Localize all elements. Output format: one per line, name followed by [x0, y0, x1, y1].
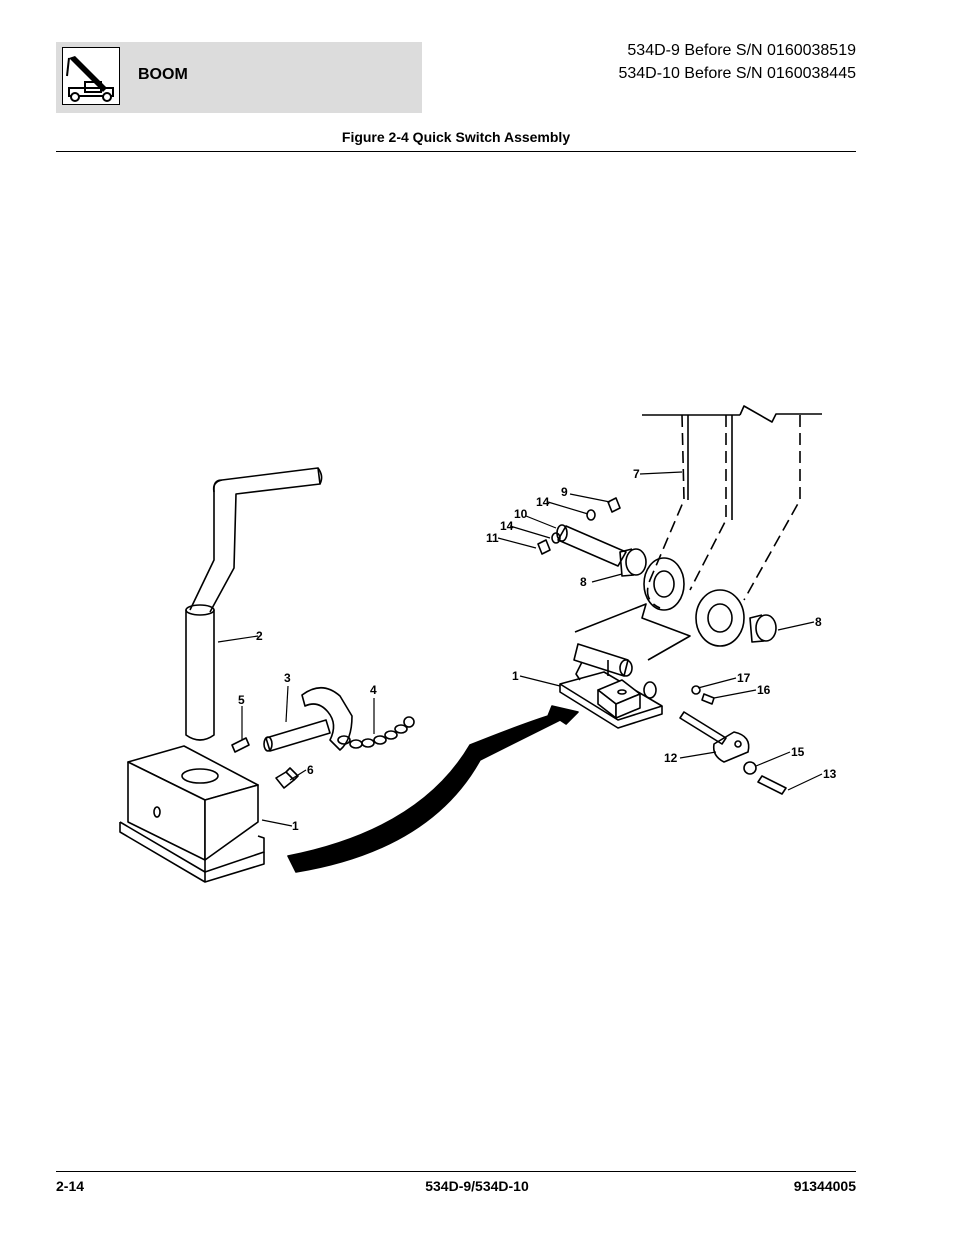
grease-fitting [275, 767, 299, 789]
callout-label: 7 [633, 467, 640, 481]
callout-label: 12 [664, 751, 678, 765]
callout-label: 3 [284, 671, 291, 685]
telehandler-boom-icon [62, 47, 120, 105]
callout-label: 17 [737, 671, 751, 685]
callout-label: 5 [238, 693, 245, 707]
boom-arm-dashed [642, 405, 822, 609]
quick-switch-pin-handle [185, 467, 323, 741]
document-number: 91344005 [793, 1178, 856, 1194]
callout-label: 11 [486, 531, 499, 545]
callout-label: 8 [580, 575, 587, 589]
callout-label: 10 [514, 507, 528, 521]
coupler-block-left [119, 745, 265, 883]
callout-leaders [217, 471, 823, 827]
model-serial-line-2: 534D-10 Before S/N 0160038445 [618, 65, 856, 82]
clevis-pin [263, 686, 353, 752]
figure-title: Figure 2-4 Quick Switch Assembly [341, 129, 571, 145]
page-number: 2-14 [56, 1178, 85, 1194]
section-title: BOOM [138, 66, 188, 83]
callout-label: 14 [536, 495, 550, 509]
callout-label: 2 [256, 629, 263, 643]
boom-lugs [643, 557, 745, 647]
callout-label: 4 [370, 683, 377, 697]
bushing [619, 548, 777, 643]
footer-rule [56, 1171, 856, 1172]
transfer-arrow [287, 705, 579, 873]
fastener-hardware [691, 685, 787, 795]
quick-coupler-assembly [559, 603, 691, 729]
callout-label: 1 [512, 669, 519, 683]
callout-label: 8 [815, 615, 822, 629]
callout-label: 9 [561, 485, 568, 499]
boom-pivot-pin [537, 497, 627, 567]
model-serial-line-1: 534D-9 Before S/N 0160038519 [627, 42, 856, 59]
callout-label: 13 [823, 767, 837, 781]
callout-label: 16 [757, 683, 771, 697]
footer-model: 534D-9/534D-10 [425, 1178, 529, 1194]
callout-label: 14 [500, 519, 514, 533]
retaining-chain [337, 716, 415, 749]
header-rule [56, 151, 856, 152]
callout-label: 6 [307, 763, 314, 777]
callout-label: 15 [791, 745, 805, 759]
callout-label: 1 [292, 819, 299, 833]
roll-pin [231, 737, 250, 753]
latch-lever [679, 711, 750, 763]
